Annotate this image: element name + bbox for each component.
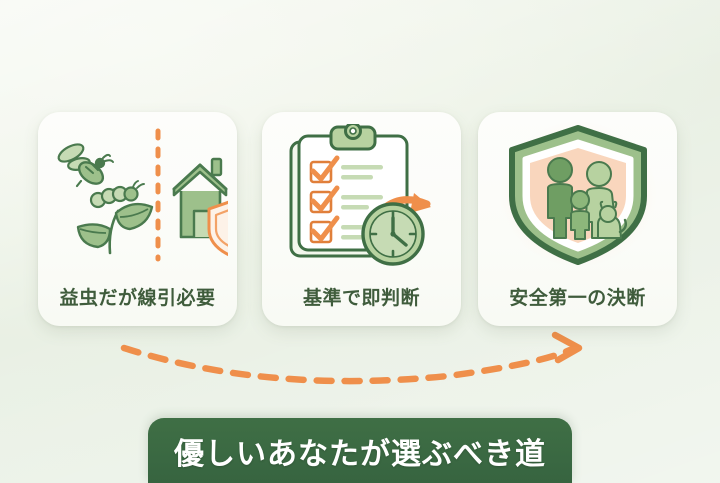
card3-label: 安全第一の決断 (509, 288, 646, 309)
insects-vs-house-illustration (57, 128, 228, 262)
leaf-icon (76, 202, 153, 255)
card1-label: 益虫だが線引必要 (59, 288, 216, 309)
clipboard-clock-illustration (289, 124, 431, 266)
family-icon (546, 157, 616, 240)
card2-label: 基準で即判断 (302, 288, 420, 309)
card2-artwork (262, 120, 461, 270)
card-safety-first[interactable]: 安全第一の決断 (478, 112, 677, 326)
family-shield-illustration (499, 122, 656, 266)
bottom-banner: 優しいあなたが選ぶべき道 (148, 418, 572, 483)
card-criteria-judgement[interactable]: 基準で即判断 (262, 112, 461, 326)
clock-icon (360, 202, 425, 266)
dog-icon (596, 200, 627, 239)
banner-text: 優しいあなたが選ぶべき道 (174, 437, 546, 471)
caterpillar-icon (89, 180, 145, 209)
bee-icon (57, 143, 114, 188)
card3-artwork (478, 120, 677, 270)
card-beneficial-insects[interactable]: 益虫だが線引必要 (38, 112, 237, 326)
dashed-flow-arrow (120, 331, 583, 385)
card1-artwork (38, 120, 237, 270)
shield-icon (207, 200, 228, 257)
